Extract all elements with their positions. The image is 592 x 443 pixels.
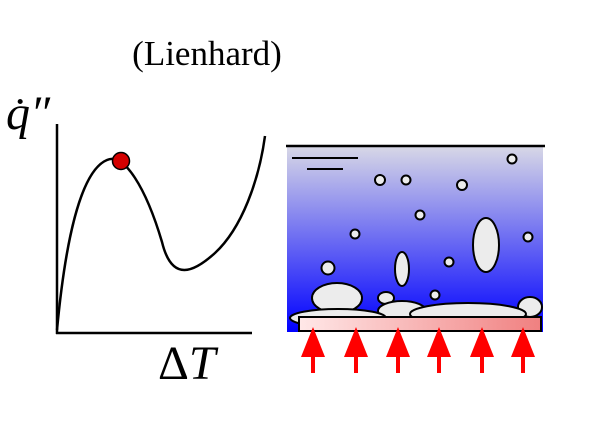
vapor-bubble bbox=[394, 251, 410, 287]
vapor-bubble bbox=[429, 289, 441, 301]
delta-symbol: Δ bbox=[158, 337, 189, 390]
vapor-bubble bbox=[414, 209, 426, 221]
heat-flux-arrow bbox=[301, 327, 325, 373]
vapor-bubble bbox=[349, 228, 361, 240]
pool-boiling-panel bbox=[286, 144, 545, 373]
x-axis-label: ΔT bbox=[158, 336, 216, 391]
heat-flux-arrow bbox=[511, 327, 535, 373]
critical-heat-flux-point bbox=[111, 151, 131, 171]
temperature-variable: T bbox=[188, 337, 216, 390]
vapor-bubble bbox=[443, 256, 455, 268]
heat-flux-arrow bbox=[470, 327, 494, 373]
vapor-bubble bbox=[522, 231, 534, 243]
diagram-title: (Lienhard) bbox=[132, 34, 282, 73]
heat-flux-arrow bbox=[386, 327, 410, 373]
vapor-bubble bbox=[472, 217, 500, 273]
vapor-bubble bbox=[506, 153, 518, 165]
heat-flux-arrow bbox=[427, 327, 451, 373]
vapor-bubble bbox=[320, 260, 336, 276]
y-axis-label: q̇″ bbox=[6, 87, 50, 140]
boiling-curve bbox=[55, 135, 267, 331]
vapor-bubble bbox=[400, 174, 412, 186]
heat-flux-arrow bbox=[344, 327, 368, 373]
vapor-bubble bbox=[374, 174, 386, 186]
vapor-bubble bbox=[456, 179, 468, 191]
heater-plate bbox=[298, 316, 542, 332]
boiling-curve-panel bbox=[55, 124, 267, 335]
